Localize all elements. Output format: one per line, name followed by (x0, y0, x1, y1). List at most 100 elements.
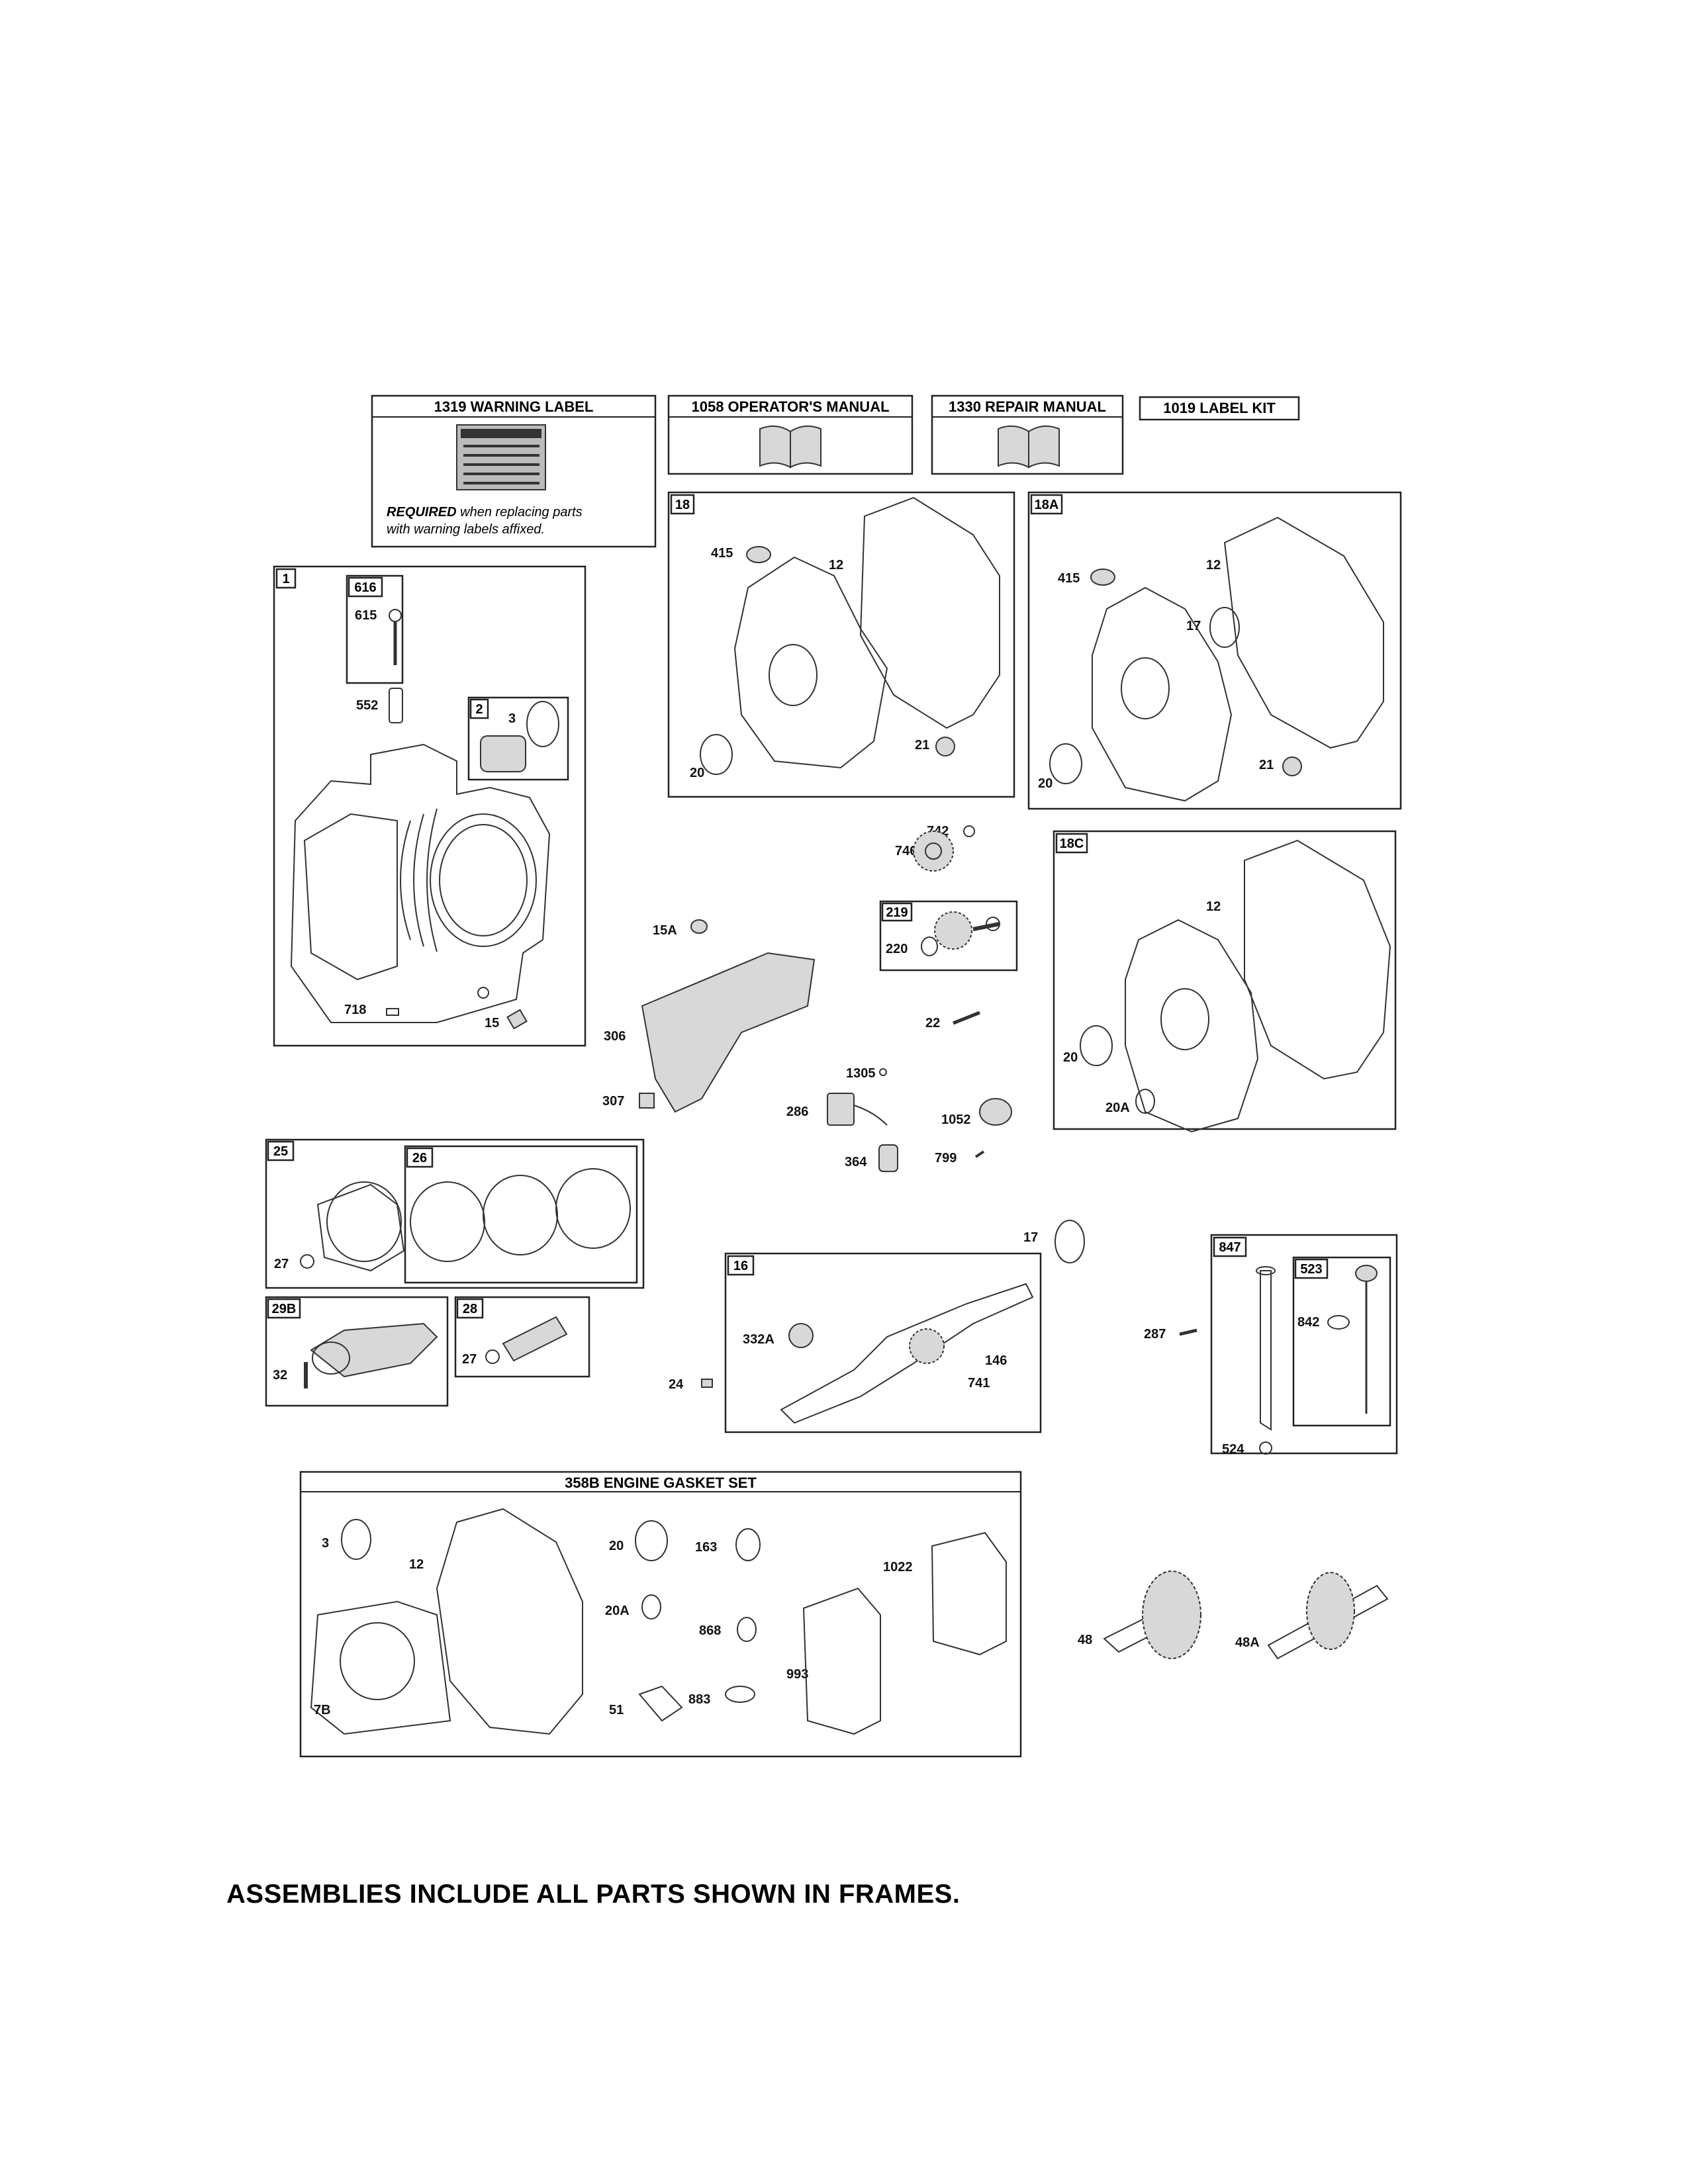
crankcase-cover (1125, 919, 1259, 1133)
callout: 20A (1105, 1101, 1130, 1115)
callout: 524 (1222, 1442, 1244, 1457)
piston-pin (502, 1316, 568, 1362)
gasket (436, 1508, 583, 1735)
screw (639, 1093, 655, 1109)
callout: 3 (508, 711, 516, 726)
cylinder-block (290, 743, 551, 1023)
callout: 24 (669, 1377, 684, 1392)
frame-tag: 2 (475, 702, 483, 717)
bracket (827, 1093, 855, 1126)
operators-manual-frame: 1058 OPERATOR'S MANUAL (667, 394, 914, 475)
callout: 48A (1235, 1635, 1260, 1650)
callout: 332A (743, 1332, 774, 1347)
ignition-group: 1305 286 1052 364 799 (786, 1066, 1012, 1172)
frame-tag: 16 (733, 1259, 748, 1273)
callout: 7B (314, 1703, 331, 1717)
repair-manual-frame: 1330 REPAIR MANUAL (931, 394, 1124, 475)
frame-1-cylinder: 1 616 615 552 2 3 718 15 (273, 565, 586, 1047)
frame-18A-crankcase-cover: 18A 415 12 17 20 21 (1027, 491, 1402, 810)
callout: 718 (344, 1003, 366, 1017)
callout: 415 (711, 546, 733, 561)
frame-16-crankshaft: 17 16 332A 146 741 24 (669, 1220, 1085, 1433)
callout: 12 (409, 1557, 424, 1572)
book-icon (759, 425, 821, 469)
operators-manual-header: 1058 OPERATOR'S MANUAL (691, 398, 889, 415)
frame-25-piston: 25 27 26 (265, 1138, 645, 1289)
callout: 287 (1144, 1327, 1166, 1342)
callout: 842 (1297, 1315, 1319, 1330)
gasket-set-header: 358B ENGINE GASKET SET (565, 1475, 757, 1491)
crankcase-cover (1092, 586, 1233, 802)
callout: 306 (604, 1029, 626, 1044)
callout: 1305 (846, 1066, 876, 1081)
callout: 146 (985, 1353, 1007, 1368)
gasket-set-frame: 358B ENGINE GASKET SET 3 12 7B 20 163 20… (299, 1471, 1022, 1758)
callout: 286 (786, 1105, 808, 1119)
callout: 20A (605, 1604, 630, 1618)
dipstick-tube (1260, 1270, 1272, 1431)
frame-tag: 1 (282, 572, 289, 586)
frame-847-dipstick: 287 847 523 842 524 (1144, 1234, 1398, 1457)
head-gasket (310, 1600, 451, 1735)
warning-note-line2: with warning labels affixed. (387, 522, 545, 537)
dipstick-cap (1355, 1265, 1378, 1282)
warning-note-line1: REQUIRED when replacing parts (387, 505, 583, 520)
piston-ring (483, 1175, 558, 1255)
callout: 17 (1023, 1230, 1038, 1245)
valve-cover-gasket (802, 1587, 881, 1735)
callout: 48 (1078, 1633, 1092, 1647)
callout: 12 (1206, 558, 1221, 572)
frame-18C-crankcase-cover: 18C 12 20 20A (1053, 830, 1397, 1133)
callout: 615 (355, 608, 377, 623)
gasket (1223, 516, 1384, 749)
callout: 220 (886, 942, 908, 956)
camshaft-group: 48 48A (1078, 1570, 1389, 1660)
cylinder-sleeve (480, 735, 526, 772)
callout: 51 (609, 1703, 624, 1717)
callout: 22 (925, 1016, 940, 1030)
callout: 20 (690, 766, 704, 780)
repair-manual-header: 1330 REPAIR MANUAL (949, 398, 1106, 415)
callout: 27 (274, 1257, 289, 1271)
warning-label-frame: 1319 WARNING LABEL REQUIRED when replaci… (371, 394, 657, 548)
callout: 21 (915, 738, 929, 752)
frame-29B-connecting-rod: 29B 32 (265, 1296, 449, 1407)
callout: 746 (895, 844, 917, 858)
callout: 20 (1063, 1050, 1078, 1065)
gasket (859, 496, 1000, 729)
connecting-rod (310, 1322, 438, 1378)
callout: 307 (602, 1094, 624, 1109)
callout: 27 (462, 1352, 477, 1367)
piston-ring (555, 1168, 631, 1249)
label-kit-header: 1019 LABEL KIT (1163, 400, 1276, 416)
gasket (1244, 839, 1391, 1080)
callout: 1022 (883, 1560, 913, 1574)
callout: 20 (609, 1539, 624, 1553)
callout: 12 (1206, 899, 1221, 914)
frame-tag: 28 (463, 1302, 477, 1316)
cam-gear (1142, 1570, 1201, 1659)
label-kit-frame: 1019 LABEL KIT (1139, 396, 1300, 421)
callout: 163 (695, 1540, 717, 1555)
crankshaft (780, 1283, 1034, 1424)
piston (316, 1183, 405, 1272)
piston-ring (410, 1181, 485, 1262)
frame-tag: 616 (354, 580, 376, 595)
governor-gear-group: 742 746 219 220 22 (879, 824, 1018, 1030)
callout: 993 (786, 1667, 808, 1682)
frame-28-piston-pin: 28 27 (454, 1296, 590, 1378)
callout: 1052 (941, 1113, 971, 1127)
warning-decal-icon (456, 424, 546, 490)
callout: 20 (1038, 776, 1053, 791)
callout: 552 (356, 698, 378, 713)
valve-guide (389, 688, 403, 723)
breather-cover (641, 952, 816, 1113)
frame-tag: 219 (886, 905, 908, 920)
frame-tag: 523 (1300, 1262, 1322, 1277)
footer-note: ASSEMBLIES INCLUDE ALL PARTS SHOWN IN FR… (226, 1880, 961, 1909)
callout: 21 (1259, 758, 1274, 772)
callout: 15 (485, 1016, 499, 1030)
crankcase-cover (733, 556, 888, 769)
frame-tag: 25 (273, 1144, 288, 1159)
